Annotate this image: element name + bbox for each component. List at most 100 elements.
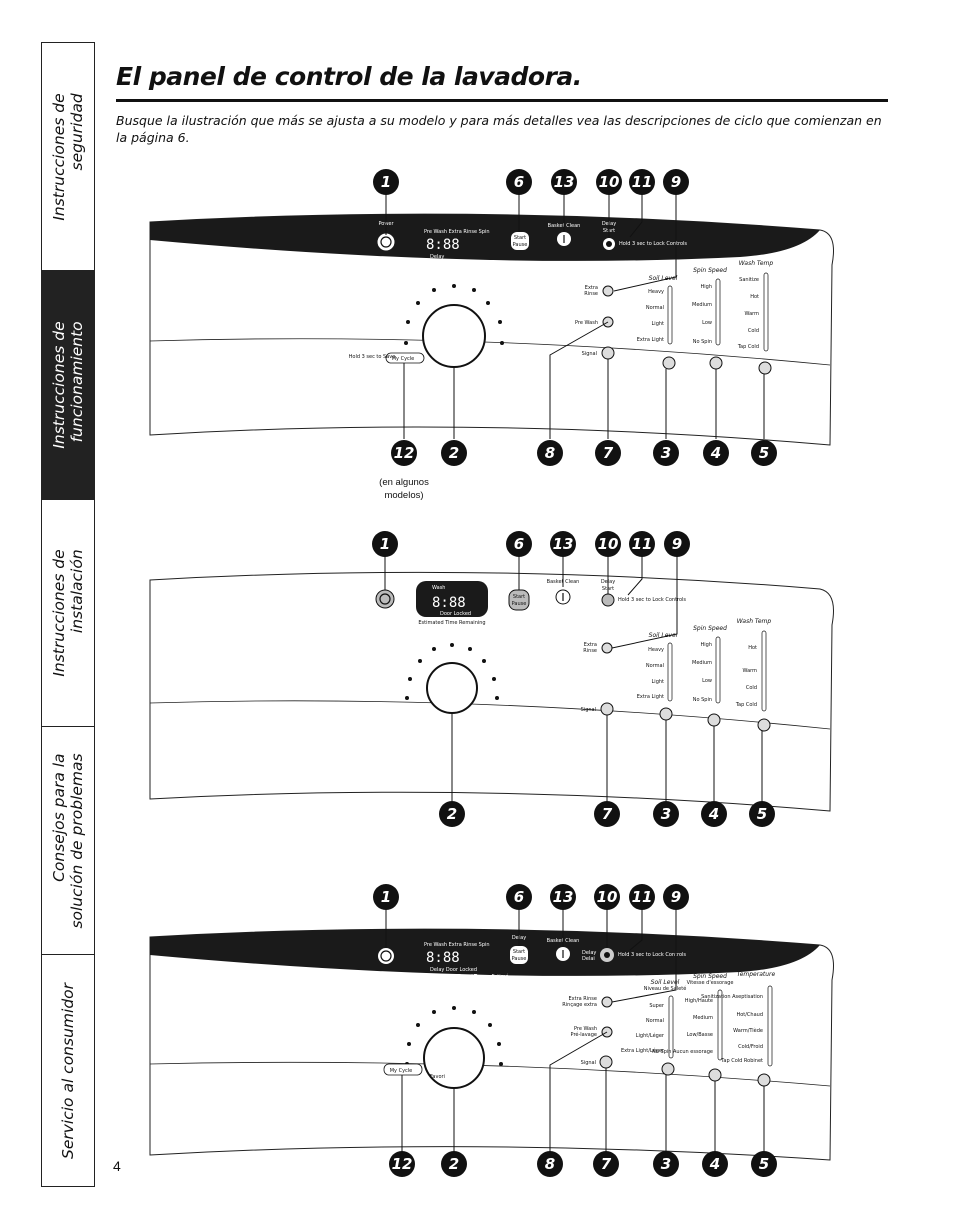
soil-option: Normal	[646, 663, 664, 669]
callout-badge	[441, 440, 467, 466]
extra-rinse-label-2: Rinçage extra	[562, 1002, 597, 1008]
display-top-label: Pre Wash Extra Rinse Spin	[424, 229, 490, 235]
spin-speed-button[interactable]	[709, 356, 723, 370]
start-pause-button[interactable]	[510, 946, 528, 964]
panel-curve	[149, 700, 831, 730]
wash-temp-button[interactable]	[757, 718, 771, 732]
spin-speed-slider[interactable]	[715, 636, 721, 704]
spin-option: Medium	[693, 1015, 713, 1021]
soil-level-header: Soil Level	[651, 979, 680, 986]
callout-badge	[506, 169, 532, 195]
control-panel-3: Pre Wash Extra Rinse Spin 8:88 Delay Doo…	[149, 884, 834, 1177]
soil-level-slider[interactable]	[668, 995, 674, 1059]
wash-temp-button[interactable]	[758, 361, 772, 375]
spin-speed-button[interactable]	[708, 1068, 722, 1082]
cycle-selector-knob[interactable]	[426, 662, 478, 714]
callout-number: 11	[632, 888, 653, 906]
soil-level-slider[interactable]	[667, 285, 673, 345]
callout-badge	[550, 531, 576, 557]
temp-option: Hot	[748, 645, 757, 651]
callout-number: 13	[554, 173, 575, 191]
power-icon	[380, 950, 392, 962]
power-button[interactable]	[377, 233, 395, 251]
callout-badge	[506, 884, 532, 910]
callout-number: 8	[545, 1155, 555, 1173]
lock-controls-label: Hold 3 sec to Lock Controls	[618, 952, 686, 958]
cycle-selector-knob[interactable]	[422, 304, 486, 368]
extra-rinse-button[interactable]	[601, 996, 613, 1008]
signal-button[interactable]	[599, 1055, 613, 1069]
spin-speed-slider[interactable]	[715, 278, 721, 346]
soil-level-button[interactable]	[662, 356, 676, 370]
lock-controls-label: Hold 3 sec to Lock Controls	[618, 597, 686, 603]
callout-badge	[373, 884, 399, 910]
display-top-label: Wash	[432, 585, 445, 591]
soil-level-slider[interactable]	[667, 642, 673, 702]
spin-speed-button[interactable]	[707, 713, 721, 727]
callout-badge	[749, 801, 775, 827]
callout-number: 5	[759, 1155, 769, 1173]
display-delay-label: Delay	[430, 254, 444, 260]
my-cycle-button[interactable]	[385, 352, 425, 364]
delay-start-button[interactable]	[601, 593, 615, 607]
callout-number: 4	[709, 1155, 720, 1173]
signal-button[interactable]	[601, 346, 615, 360]
temperature-button[interactable]	[757, 1073, 771, 1087]
display-window	[416, 581, 488, 617]
soil-option: Heavy	[648, 289, 664, 295]
callout-badge	[596, 169, 622, 195]
signal-button[interactable]	[600, 702, 614, 716]
pause-label: Pause	[512, 601, 527, 607]
extra-rinse-button[interactable]	[601, 642, 613, 654]
temp-option: Hot/Chaud	[736, 1012, 763, 1018]
display-digits: 8:88	[432, 595, 466, 611]
soil-level-button[interactable]	[659, 707, 673, 721]
start-pause-button[interactable]	[508, 589, 530, 611]
callout-number: 3	[661, 1155, 671, 1173]
page-number: 4	[113, 1158, 121, 1174]
extra-rinse-label-2: Rinse	[584, 291, 598, 297]
wash-temp-slider[interactable]	[761, 630, 767, 712]
callout-number: 8	[545, 444, 555, 462]
title-divider	[116, 99, 888, 102]
display-bottom-label: Estimated Time Remaining	[432, 261, 499, 267]
temp-option: Sanitize	[739, 277, 759, 283]
callout-badge	[653, 801, 679, 827]
soil-option: Normal	[646, 305, 664, 311]
temp-option: Tap Cold	[737, 344, 759, 350]
start-label: Start	[514, 235, 526, 241]
display-strip	[150, 929, 820, 976]
soil-level-button[interactable]	[661, 1062, 675, 1076]
start-pause-button[interactable]	[511, 232, 529, 250]
callout-number: 5	[759, 444, 769, 462]
wash-temp-slider[interactable]	[763, 272, 769, 352]
wash-temp-header: Wash Temp	[737, 618, 772, 625]
callout-number: 6	[514, 535, 524, 553]
soil-level-header: Soil Level	[649, 275, 678, 282]
temp-option: Cold/Froid	[738, 1044, 763, 1050]
callout-badge	[593, 1151, 619, 1177]
callout-badge	[594, 884, 620, 910]
pause-label: Pause	[512, 956, 527, 962]
power-button[interactable]	[375, 589, 395, 609]
spin-speed-slider[interactable]	[717, 989, 723, 1061]
callout-number: 7	[602, 805, 613, 823]
extra-rinse-button[interactable]	[602, 285, 614, 297]
callout-number: 11	[632, 173, 653, 191]
callout-number: 13	[553, 888, 574, 906]
callout-number: 12	[394, 444, 415, 462]
panel-outline	[149, 571, 834, 812]
power-button[interactable]	[378, 948, 394, 964]
callout-number: 12	[392, 1155, 413, 1173]
temperature-slider[interactable]	[767, 985, 773, 1067]
spin-option: Low	[702, 678, 712, 684]
spin-option: High	[701, 642, 713, 648]
my-cycle-button[interactable]	[383, 1063, 423, 1076]
callout-number: 3	[661, 805, 671, 823]
callout-number: 1	[381, 173, 391, 191]
